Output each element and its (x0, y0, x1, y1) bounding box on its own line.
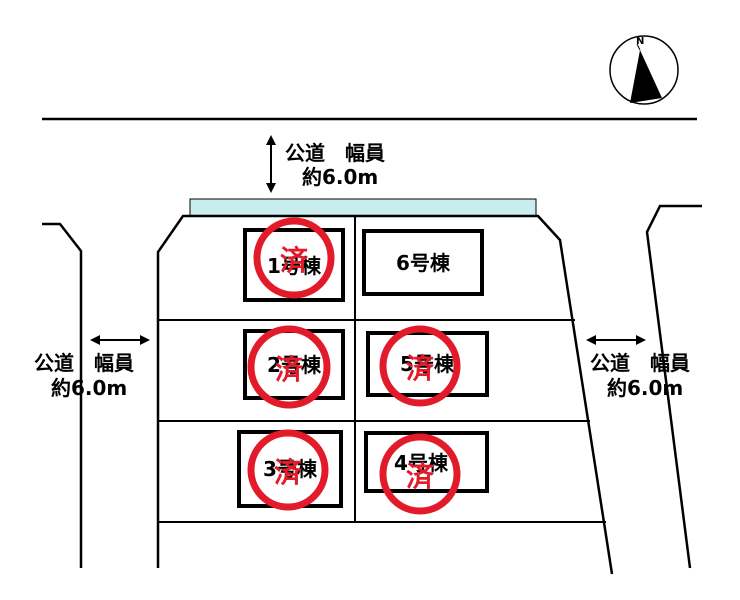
sold-mark-text: 済 (280, 244, 309, 277)
building-4-label: 4号棟 (394, 451, 449, 475)
east-road-width: 約6.0m (607, 376, 683, 400)
building-4: 4号棟 済 (364, 431, 489, 515)
north-road-width-arrow (266, 135, 276, 193)
west-road-edge (42, 222, 83, 568)
sold-mark-icon: 済 (247, 325, 331, 409)
building-5: 5号棟 済 (366, 325, 489, 407)
sold-mark-text: 済 (274, 456, 303, 489)
compass-ring (609, 35, 679, 105)
west-road-label: 公道 幅員 (34, 351, 134, 375)
sold-mark-icon: 済 (379, 325, 461, 407)
building-footprint (362, 229, 484, 296)
sold-mark-icon: 済 (253, 217, 335, 299)
west-road-width: 約6.0m (51, 376, 127, 400)
north-arrow-icon (630, 50, 662, 103)
north-road-label: 公道 幅員 (285, 141, 385, 165)
sold-mark-text: 済 (406, 460, 435, 493)
north-road-width: 約6.0m (302, 165, 378, 189)
building-1: 1号棟 済 (243, 217, 345, 302)
building-5-label: 5号棟 (400, 352, 455, 376)
sold-mark-text: 済 (275, 353, 304, 386)
building-6: 6号棟 (362, 229, 484, 296)
building-3: 3号棟 済 (237, 429, 343, 511)
building-2: 2号棟 済 (243, 325, 345, 409)
building-2-label: 2号棟 (267, 353, 322, 377)
west-road-width-arrow (90, 335, 150, 345)
frontage-strip (189, 198, 537, 217)
compass-north-label: N (636, 36, 644, 47)
building-3-label: 3号棟 (263, 457, 318, 481)
building-6-label: 6号棟 (396, 251, 451, 275)
sold-mark-icon: 済 (379, 433, 461, 515)
east-road-edge (645, 204, 702, 569)
sold-mark-text: 済 (406, 352, 435, 385)
compass: N (609, 35, 679, 105)
site-boundary (156, 214, 614, 575)
sold-mark-icon: 済 (247, 429, 329, 511)
building-1-label: 1号棟 (267, 254, 322, 278)
east-road-width-arrow (586, 335, 646, 345)
east-road-label: 公道 幅員 (590, 351, 690, 375)
